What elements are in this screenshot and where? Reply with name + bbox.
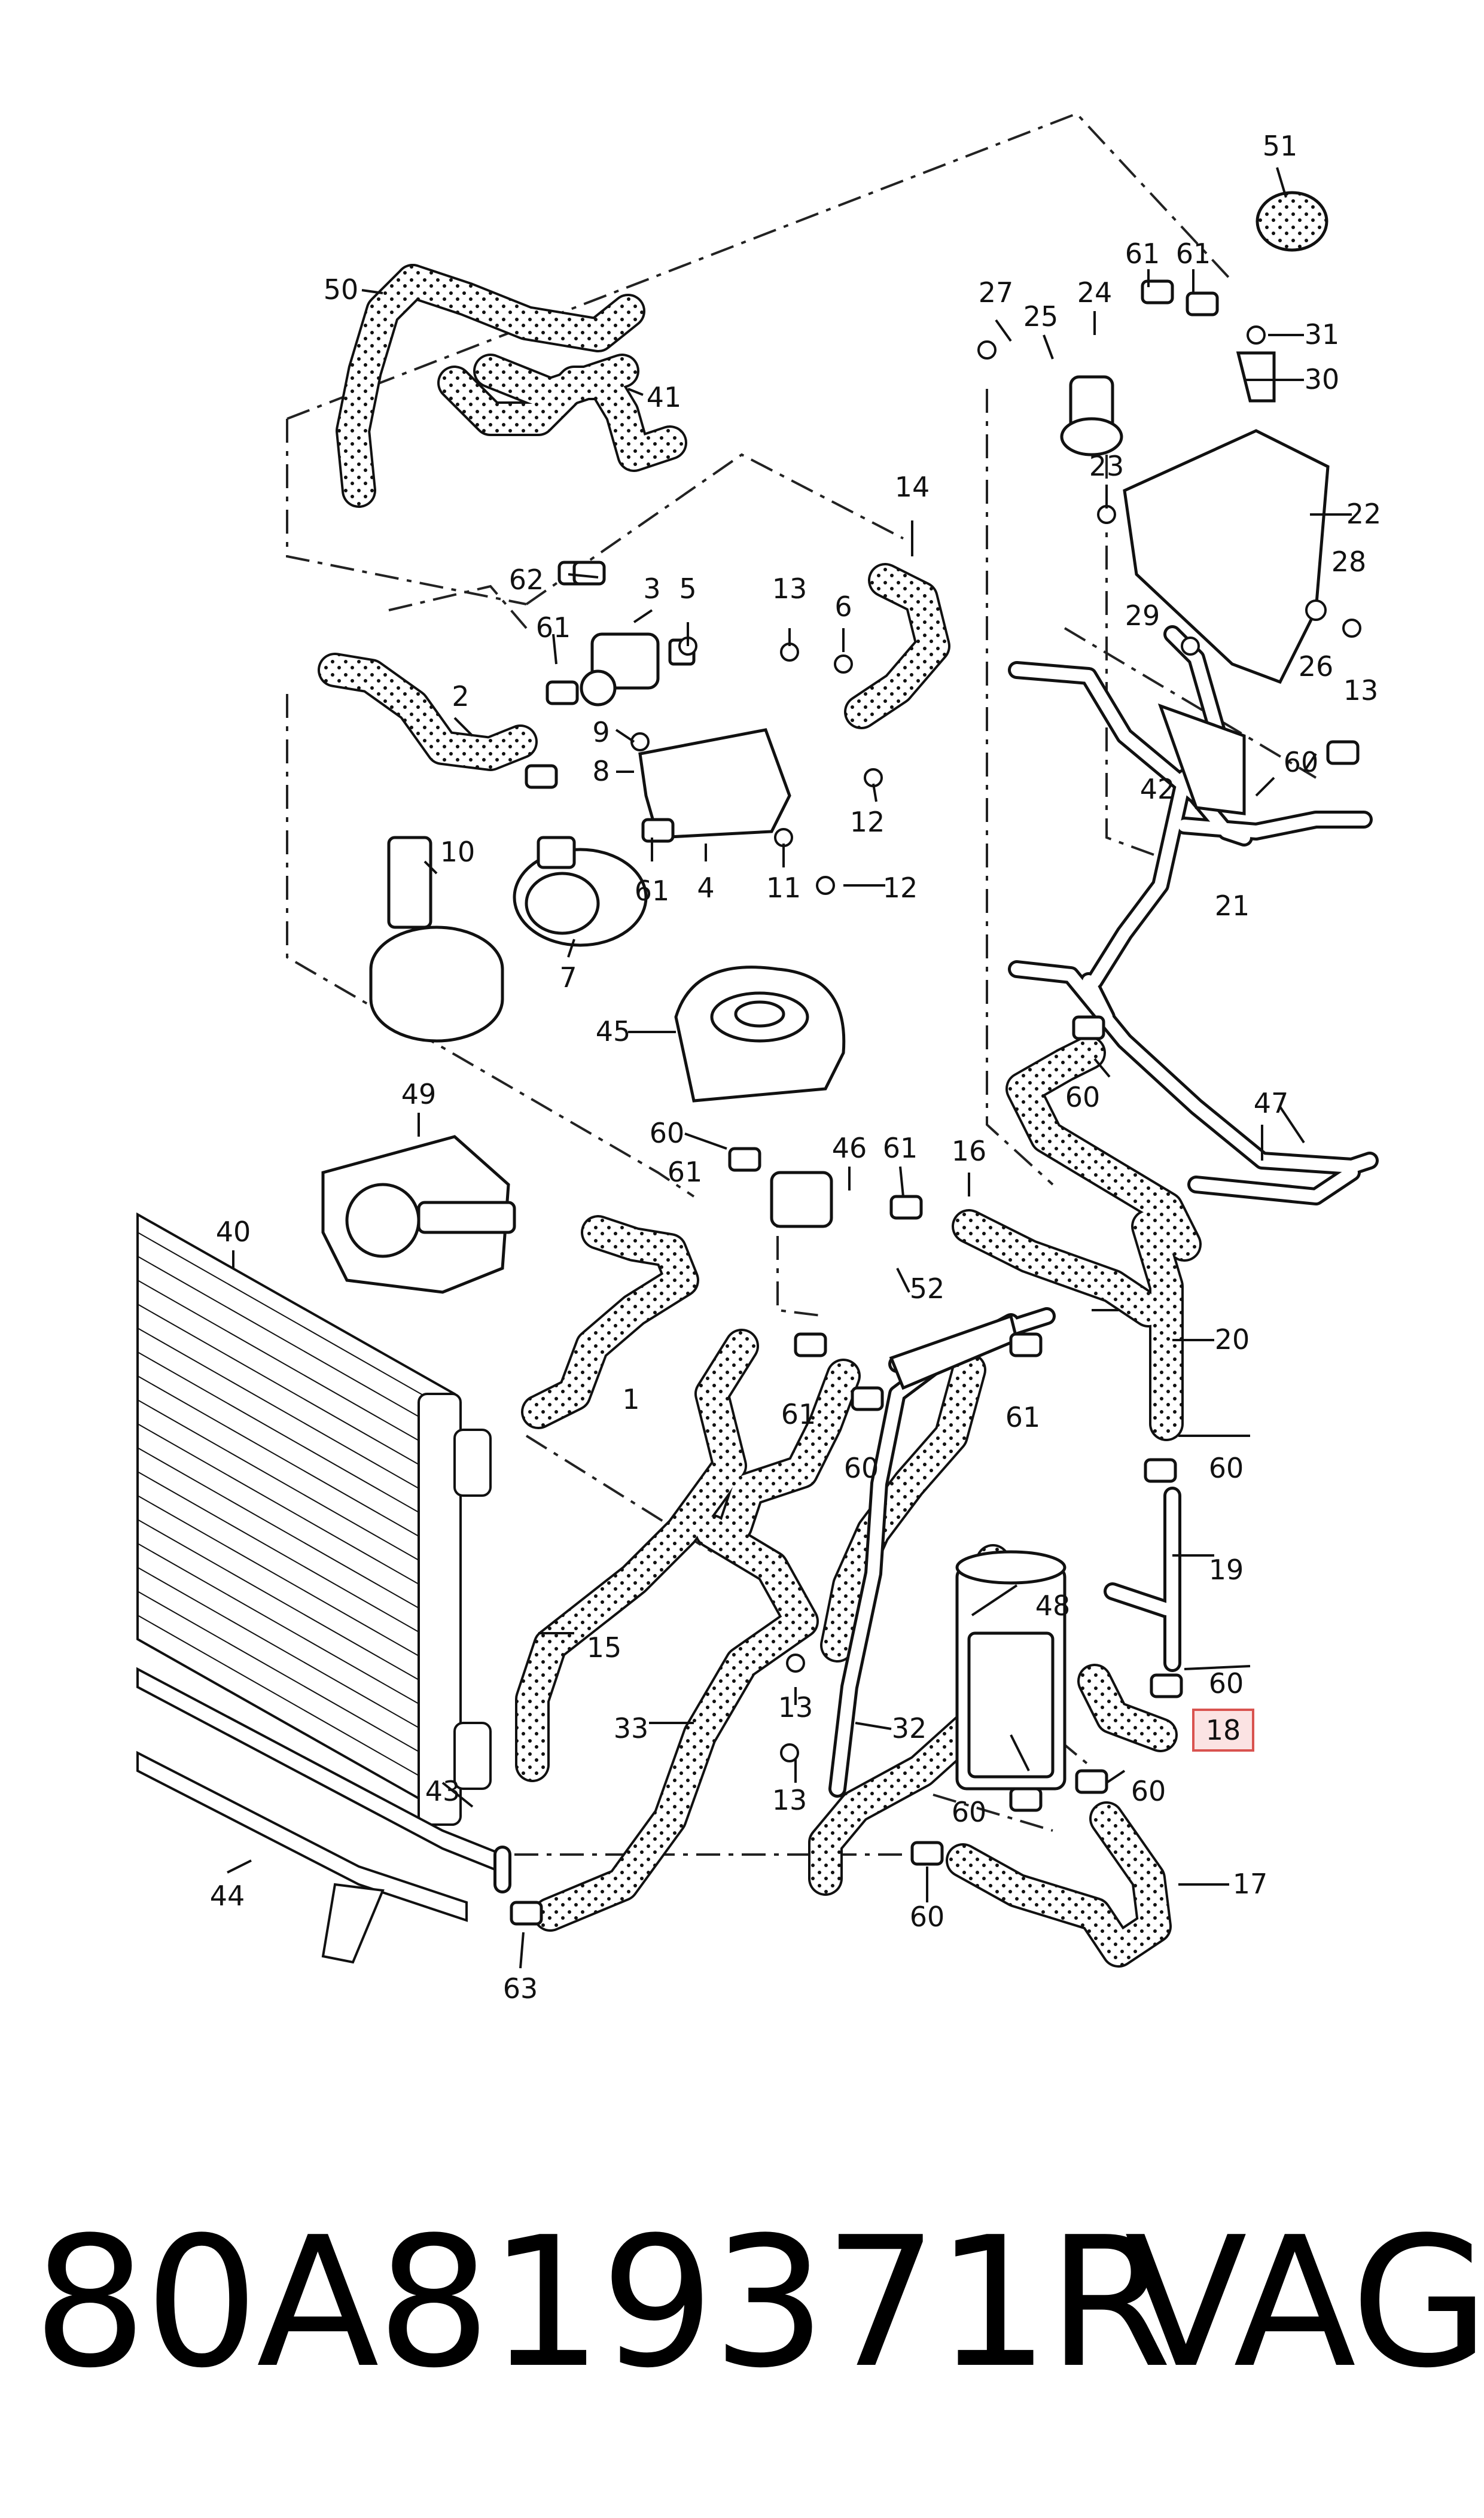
callout-16: 16 [952, 1135, 987, 1167]
callout-19: 19 [1209, 1554, 1244, 1586]
thermostat-valve [1060, 375, 1123, 456]
callout-41: 41 [647, 381, 682, 413]
callout-13b: 13 [1343, 674, 1379, 707]
callout-43: 43 [425, 1775, 461, 1807]
callout-11: 11 [766, 872, 802, 904]
callout-60c: 60 [1065, 1081, 1101, 1113]
bracket [638, 728, 791, 839]
callout-61b: 61 [1176, 238, 1211, 270]
callout-12a: 12 [850, 806, 885, 838]
callout-60b: 60 [1284, 746, 1319, 778]
parts-diagram: 1 2 3 4 5 6 7 8 9 10 11 12 12 13 13 13 1… [136, 112, 1382, 2005]
callout-63: 63 [503, 1972, 538, 2005]
radiator [136, 1212, 492, 1826]
coolant-pump [369, 836, 648, 1043]
callout-47: 47 [1254, 1087, 1289, 1119]
callout-60f: 60 [1209, 1667, 1244, 1700]
highlight-box [1192, 1709, 1254, 1752]
callout-62: 62 [509, 564, 544, 596]
part-number: 80A819371R [33, 2199, 1172, 2407]
callout-labels: 1 2 3 4 5 6 7 8 9 10 11 12 12 13 13 13 1… [210, 130, 1382, 2005]
callout-1: 1 [622, 1383, 639, 1415]
callout-8: 8 [592, 755, 610, 787]
callout-60e: 60 [1209, 1452, 1244, 1484]
callout-12b: 12 [883, 872, 918, 904]
callout-44: 44 [210, 1880, 245, 1912]
callout-61f: 61 [781, 1398, 816, 1430]
callout-15: 15 [587, 1631, 622, 1664]
bolts [630, 325, 1361, 1762]
callout-32: 32 [892, 1712, 927, 1744]
hose-clamps [510, 279, 1360, 1926]
callout-3: 3 [643, 573, 660, 605]
callout-20: 20 [1215, 1323, 1250, 1356]
callout-29: 29 [1125, 599, 1160, 632]
expansion-tank [674, 966, 846, 1103]
electric-pump [321, 1135, 516, 1294]
callout-14: 14 [895, 471, 930, 503]
callout-50: 50 [324, 273, 359, 306]
callout-25: 25 [1023, 300, 1059, 333]
brand-name: VAG [1125, 2199, 1484, 2407]
callout-27: 27 [979, 276, 1014, 309]
callout-23: 23 [1089, 450, 1125, 482]
callout-61h: 61 [668, 1156, 703, 1188]
callout-45: 45 [596, 1015, 631, 1048]
callout-26: 26 [1299, 650, 1334, 683]
bracket-30 [1236, 351, 1276, 403]
callout-22: 22 [1346, 498, 1382, 530]
callout-51: 51 [1263, 130, 1298, 162]
callout-49: 49 [401, 1078, 437, 1110]
callout-13c: 13 [778, 1691, 813, 1724]
callout-42: 42 [1140, 773, 1175, 805]
callout-7: 7 [559, 961, 577, 994]
callout-13a: 13 [772, 573, 807, 605]
callout-9: 9 [592, 716, 610, 748]
callout-60g: 60 [1131, 1775, 1166, 1807]
callout-4: 4 [697, 872, 714, 904]
callout-2: 2 [452, 680, 469, 713]
callout-48: 48 [1035, 1590, 1071, 1622]
sensor [770, 1171, 833, 1228]
callout-13d: 13 [772, 1784, 807, 1816]
callout-33: 33 [614, 1712, 649, 1744]
callout-21: 21 [1215, 890, 1250, 922]
callout-61e: 61 [883, 1132, 918, 1164]
callout-60i: 60 [910, 1901, 945, 1933]
callout-61a: 61 [1125, 238, 1160, 270]
leader-lines [227, 167, 1352, 1969]
callout-61c: 61 [536, 611, 571, 644]
callout-61g: 61 [1005, 1401, 1041, 1433]
callout-60a: 60 [650, 1117, 685, 1149]
callout-30: 30 [1305, 363, 1340, 395]
coolant-hoses [318, 191, 1328, 1968]
clip-42 [1157, 703, 1246, 815]
callout-60h: 60 [952, 1796, 987, 1828]
components [321, 351, 1330, 1791]
callout-46: 46 [832, 1132, 867, 1164]
callout-6: 6 [834, 590, 852, 623]
callout-24: 24 [1077, 276, 1113, 309]
callout-60d: 60 [844, 1452, 879, 1484]
callout-28: 28 [1331, 546, 1367, 578]
callout-10: 10 [440, 836, 476, 868]
callout-52: 52 [910, 1272, 945, 1305]
callout-5: 5 [679, 573, 696, 605]
callout-17: 17 [1233, 1868, 1268, 1900]
callout-61d: 61 [635, 875, 670, 907]
valve [580, 632, 696, 707]
callout-31: 31 [1305, 318, 1340, 351]
heat-exchanger [955, 1550, 1066, 1791]
bracket-upper [1123, 429, 1330, 684]
callout-18: 18 [1206, 1714, 1241, 1746]
callout-40: 40 [216, 1216, 251, 1248]
